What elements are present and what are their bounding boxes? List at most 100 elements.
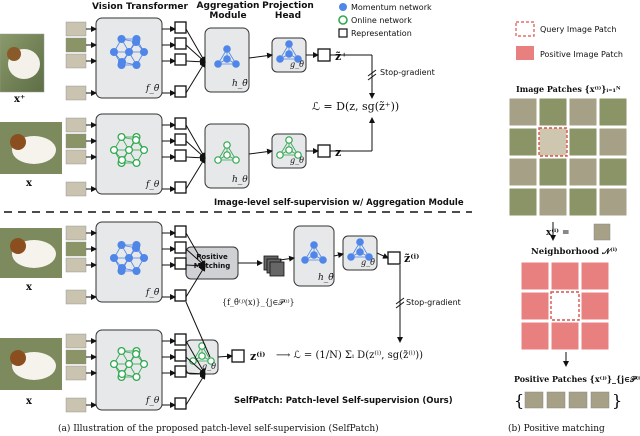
caption-a: (a) Illustration of the proposed patch-l… [58,424,379,434]
representation-square [174,117,187,130]
small-network-graph [276,136,302,159]
label-x-3: x [26,396,32,407]
connector-line [217,353,233,360]
patch-tile [65,225,87,241]
representation-square [387,251,401,265]
legend-online-marker [338,15,348,25]
neighborhood-patch [580,291,610,321]
neighborhood-patch [520,261,550,291]
patch-tile [65,349,87,365]
header-projection-head: Projection Head [262,1,314,21]
legend-momentum: Momentum network [351,3,432,12]
label-x-plus: x⁺ [14,94,26,105]
x-i-patch [593,223,611,241]
legend-momentum-marker [339,3,347,11]
patch-tile [65,241,87,257]
brace-close: } [612,391,622,410]
connector-line [185,154,206,161]
stop-gradient-mark [395,301,405,309]
label-neighborhood: Neighborhood 𝒩⁽ⁱ⁾ [531,247,618,257]
connector-line [185,58,206,65]
representation-square [231,349,245,363]
connector-line [185,140,206,159]
small-network-graph [347,238,373,261]
image-patch-tile [568,127,598,157]
patch-tile [65,133,87,149]
patch-tile [65,149,87,165]
positive-patch [546,391,566,409]
network-graph [109,346,149,382]
neighborhood-patch [580,321,610,351]
connector-line [185,124,206,159]
representation-square [174,53,187,66]
image-patch-tile [598,97,628,127]
label-stop-gradient-2: Stop-gradient [406,298,461,307]
patch-tile [65,333,87,349]
network-graphs [109,3,373,382]
representation-square [174,289,187,302]
small-network-graph [214,45,240,68]
positive-patch [568,391,588,409]
connector-line [279,255,295,262]
stop-gradient-mark [367,69,377,77]
network-graph [109,240,149,276]
brace-open: { [514,391,524,410]
image-patch-tile [508,127,538,157]
stop-gradient-mark [395,297,405,305]
connector-line [185,265,206,298]
small-network-graph [214,141,240,164]
label-g-online: g_θ [290,156,304,165]
legend-query-marker [515,21,535,37]
representation-square [174,333,187,346]
representation-square [174,225,187,238]
image-patch-tile [538,157,568,187]
patch-tile [65,117,87,133]
representation-square [174,365,187,378]
patch-tile [65,53,87,69]
label-image-patches: Image Patches {x⁽ⁱ⁾}ᵢ₌₁ᴺ [516,84,621,94]
image-patch-tile [508,187,538,217]
patch-tile [65,289,87,305]
connector-line [185,373,206,406]
neighborhood-patch [520,321,550,351]
label-x-i: x⁽ⁱ⁾ = [546,228,570,238]
stop-gradient-mark [367,73,377,81]
connector-line [376,252,389,259]
label-g-momentum-sp: g_θ̄ [361,258,375,267]
image-patch-tile [598,127,628,157]
representation-square [174,85,187,98]
image-patch-tile [568,97,598,127]
connector-line [185,28,206,63]
neighborhood-patch [550,261,580,291]
representation-square [174,257,187,270]
photo-x-sp2 [0,338,62,390]
image-patch-tile [508,97,538,127]
representation-square [174,181,187,194]
patch-tile [65,257,87,273]
label-h-momentum: h_θ̄ [232,79,248,89]
photo-x-plus [0,33,45,93]
title-image-level: Image-level self-supervision w/ Aggregat… [214,198,464,208]
label-h-momentum-sp: h_θ̄ [318,273,334,283]
photo-x-top [0,122,62,174]
representation-square [317,48,331,62]
legend-representation: Representation [351,29,412,38]
representation-square [174,21,187,34]
label-f-momentum-1: f_θ̄ [146,84,160,94]
label-g-online-sp: g_θ [202,362,216,371]
patch-tile [65,397,87,413]
label-f-online-1: f_θ [146,180,160,190]
image-patch-tile [508,157,538,187]
label-x-1: x [26,178,32,189]
representation-squares [174,21,401,410]
query-patch-highlight [538,127,568,157]
positive-patch [524,391,544,409]
legend-query-patch: Query Image Patch [540,25,617,34]
label-positive-patches: Positive Patches {x⁽ʲ⁾}_{j∈𝒫⁽ⁱ⁾} [514,374,640,384]
patch-tile [65,21,87,37]
label-h-online: h_θ [232,175,248,185]
label-g-momentum: g_θ̄ [290,60,304,69]
label-x-2: x [26,282,32,293]
connector-line [248,148,273,155]
